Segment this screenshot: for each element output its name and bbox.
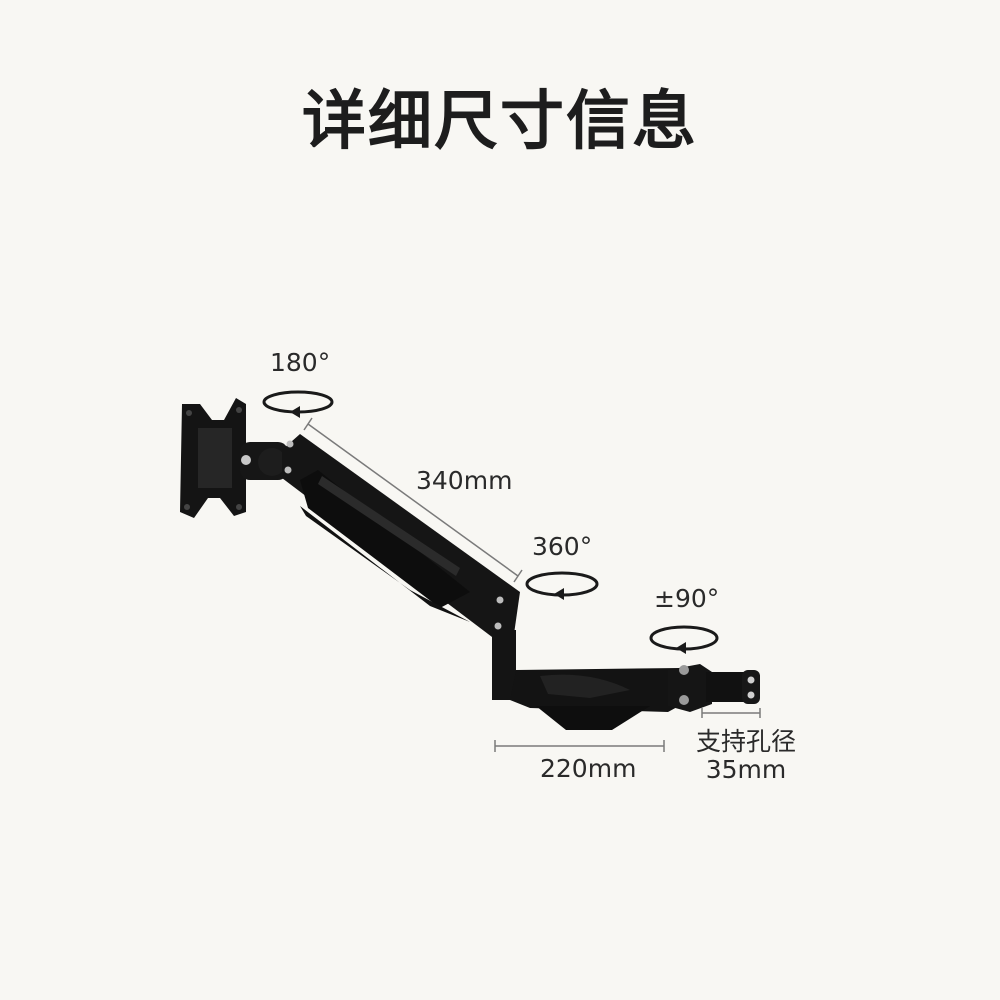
dimension-line-clamp bbox=[701, 708, 761, 718]
page-title: 详细尺寸信息 bbox=[302, 85, 698, 159]
hole-support-line1: 支持孔径 bbox=[695, 727, 796, 756]
rotation-arrow-arm-icon bbox=[525, 571, 599, 600]
base-arm bbox=[510, 668, 690, 730]
dimension-line-arm bbox=[303, 417, 523, 583]
hole-support-line2: 35mm bbox=[705, 755, 787, 784]
vesa-plate bbox=[180, 398, 246, 518]
rotation-monitor-label: 180° bbox=[270, 348, 331, 377]
dimension-line-base bbox=[494, 740, 665, 752]
rotation-arrow-monitor-icon bbox=[262, 390, 334, 418]
desk-clamp bbox=[668, 664, 760, 712]
rotation-arrow-tilt-icon bbox=[649, 625, 719, 654]
gas-spring-arm bbox=[282, 434, 520, 640]
tilt-joint bbox=[240, 442, 288, 480]
vertical-post bbox=[492, 630, 516, 700]
arm-length-label: 340mm bbox=[416, 466, 513, 495]
base-length-label: 220mm bbox=[540, 754, 637, 783]
tilt-label: ±90° bbox=[654, 584, 720, 613]
rotation-arm-label: 360° bbox=[532, 532, 593, 561]
